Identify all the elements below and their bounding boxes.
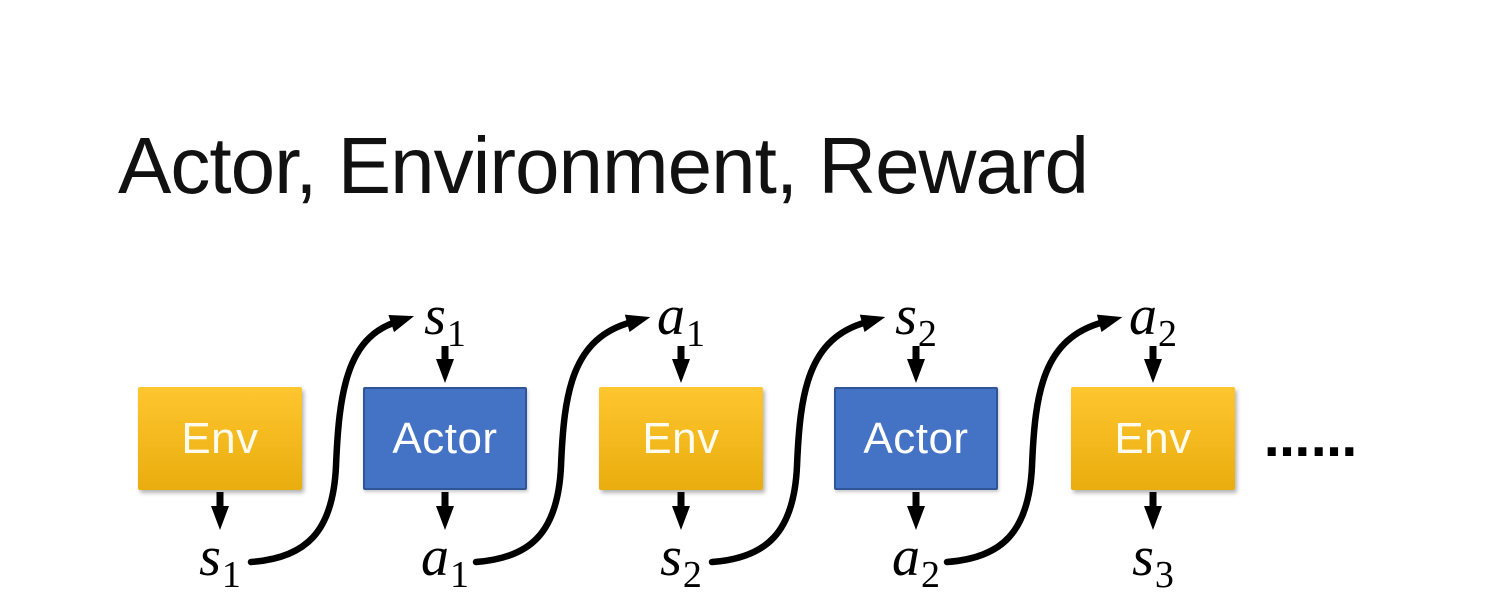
label-subscript: 1 bbox=[450, 554, 469, 596]
label-subscript: 2 bbox=[1158, 313, 1177, 355]
top-label-a1: a1 bbox=[621, 288, 741, 362]
slide-title: Actor, Environment, Reward bbox=[118, 121, 1089, 210]
box-label: Env bbox=[181, 413, 259, 463]
label-subscript: 1 bbox=[221, 554, 241, 596]
env-box: Env bbox=[1071, 387, 1235, 490]
bottom-label-a2: a2 bbox=[856, 529, 976, 603]
actor-box: Actor bbox=[834, 387, 998, 490]
label-subscript: 2 bbox=[682, 554, 702, 596]
top-label-s1: s1 bbox=[385, 288, 505, 362]
label-base: s bbox=[199, 526, 221, 588]
top-label-s2: s2 bbox=[856, 288, 976, 362]
label-subscript: 1 bbox=[686, 313, 705, 355]
label-subscript: 3 bbox=[1154, 554, 1174, 596]
label-base: a bbox=[657, 285, 685, 347]
ellipsis-dots: …… bbox=[1264, 413, 1358, 467]
bottom-label-s1: s1 bbox=[160, 529, 280, 603]
env-box: Env bbox=[138, 387, 302, 490]
bottom-label-a1: a1 bbox=[385, 529, 505, 603]
label-base: a bbox=[892, 526, 920, 588]
label-base: a bbox=[421, 526, 449, 588]
bottom-label-s2: s2 bbox=[621, 529, 741, 603]
bottom-label-s3: s3 bbox=[1093, 529, 1213, 603]
box-label: Env bbox=[1114, 413, 1192, 463]
actor-box: Actor bbox=[363, 387, 527, 490]
env-box: Env bbox=[599, 387, 763, 490]
label-base: s bbox=[660, 526, 682, 588]
top-label-a2: a2 bbox=[1093, 288, 1213, 362]
label-base: s bbox=[1132, 526, 1154, 588]
label-base: s bbox=[895, 285, 917, 347]
box-label: Actor bbox=[392, 413, 498, 463]
label-subscript: 1 bbox=[446, 313, 466, 355]
label-base: s bbox=[424, 285, 446, 347]
label-subscript: 2 bbox=[921, 554, 940, 596]
label-base: a bbox=[1129, 285, 1157, 347]
box-label: Actor bbox=[863, 413, 969, 463]
box-label: Env bbox=[642, 413, 720, 463]
label-subscript: 2 bbox=[917, 313, 937, 355]
